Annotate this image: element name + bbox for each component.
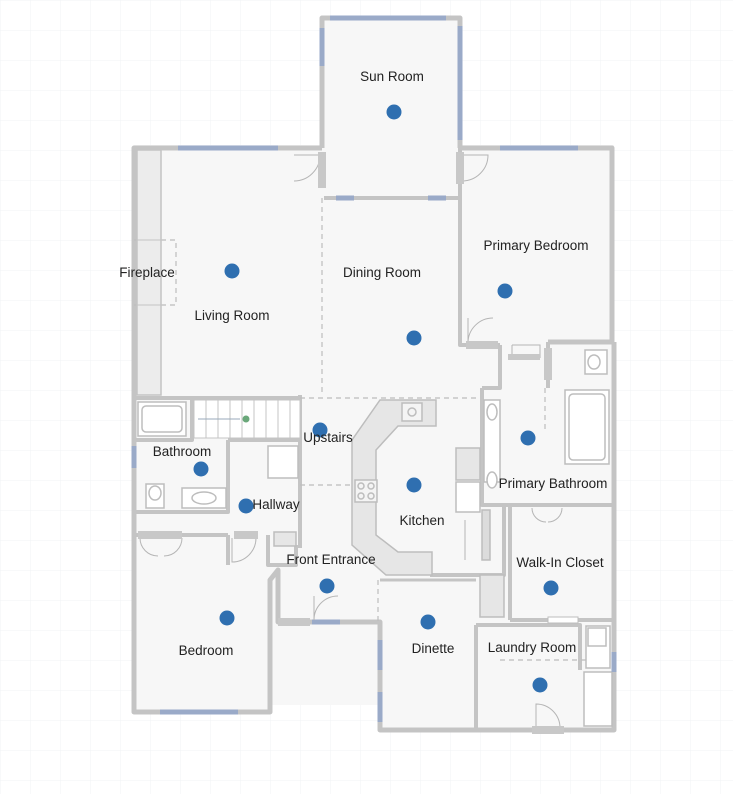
room-labels: Sun Room Primary Bedroom Fireplace Dinin… xyxy=(119,69,607,658)
door-swing-icon xyxy=(461,154,489,182)
label-sun-room: Sun Room xyxy=(360,69,424,84)
label-bathroom: Bathroom xyxy=(153,444,212,459)
label-living-room: Living Room xyxy=(194,308,269,323)
room-marker-walk-in-closet[interactable] xyxy=(543,580,559,596)
door-thresholds xyxy=(138,152,579,734)
walls xyxy=(131,15,617,733)
door-swing-icon xyxy=(231,537,257,563)
stair-newel-dot xyxy=(242,415,250,423)
door-swing-icon xyxy=(313,595,339,621)
label-primary-bedroom: Primary Bedroom xyxy=(483,238,588,253)
room-marker-dining-room[interactable] xyxy=(406,330,422,346)
label-upstairs: Upstairs xyxy=(303,430,353,445)
room-marker-bedroom[interactable] xyxy=(219,610,235,626)
room-marker-kitchen[interactable] xyxy=(406,477,422,493)
label-bedroom: Bedroom xyxy=(179,643,234,658)
staircase xyxy=(193,399,301,439)
kitchen-counters xyxy=(267,399,505,618)
label-hallway: Hallway xyxy=(252,497,300,512)
room-marker-living-room[interactable] xyxy=(224,263,240,279)
label-laundry-room: Laundry Room xyxy=(488,640,577,655)
room-marker-primary-bathroom[interactable] xyxy=(520,430,536,446)
label-front-entrance: Front Entrance xyxy=(286,552,375,567)
label-dinette: Dinette xyxy=(412,641,455,656)
room-markers xyxy=(193,104,559,693)
label-fireplace: Fireplace xyxy=(119,265,175,280)
label-walk-in-closet: Walk-In Closet xyxy=(516,555,604,570)
room-marker-bathroom[interactable] xyxy=(193,461,209,477)
room-marker-dinette[interactable] xyxy=(420,614,436,630)
room-marker-hallway[interactable] xyxy=(238,498,254,514)
floor-areas xyxy=(134,20,614,730)
label-kitchen: Kitchen xyxy=(399,513,444,528)
room-marker-primary-bedroom[interactable] xyxy=(497,283,513,299)
label-primary-bathroom: Primary Bathroom xyxy=(499,476,608,491)
room-marker-upstairs[interactable] xyxy=(312,422,328,438)
bathroom-fixtures xyxy=(137,349,613,727)
fireplace-hearth xyxy=(136,149,162,396)
room-marker-sun-room[interactable] xyxy=(386,104,402,120)
windows xyxy=(131,15,617,722)
door-swing-icon xyxy=(535,703,561,729)
door-swing-icon xyxy=(531,507,563,523)
room-marker-front-entrance[interactable] xyxy=(319,578,335,594)
door-swing-icon xyxy=(139,537,183,557)
label-dining-room: Dining Room xyxy=(343,265,421,280)
room-marker-laundry-room[interactable] xyxy=(532,677,548,693)
